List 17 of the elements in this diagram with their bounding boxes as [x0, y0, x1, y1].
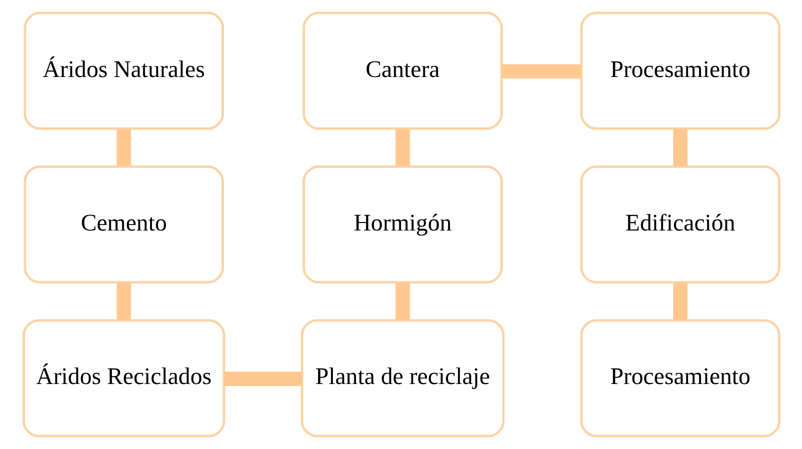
node-box: Procesamiento	[580, 319, 780, 438]
connector	[672, 282, 687, 320]
node-box: Planta de reciclaje	[300, 319, 504, 438]
node-box: Áridos Reciclados	[22, 319, 225, 438]
node-box: Cantera	[302, 12, 502, 130]
connector	[116, 128, 130, 166]
connector	[501, 64, 581, 79]
node-box: Edificación	[580, 166, 780, 284]
node-box: Procesamiento	[580, 12, 780, 130]
node-box: Cemento	[23, 166, 224, 284]
connector	[116, 282, 130, 320]
node-box: Áridos Naturales	[23, 12, 224, 130]
connector	[395, 128, 410, 166]
node-box: Hormigón	[302, 166, 502, 284]
connector	[224, 372, 302, 386]
connector	[395, 282, 410, 320]
connector	[672, 128, 687, 166]
